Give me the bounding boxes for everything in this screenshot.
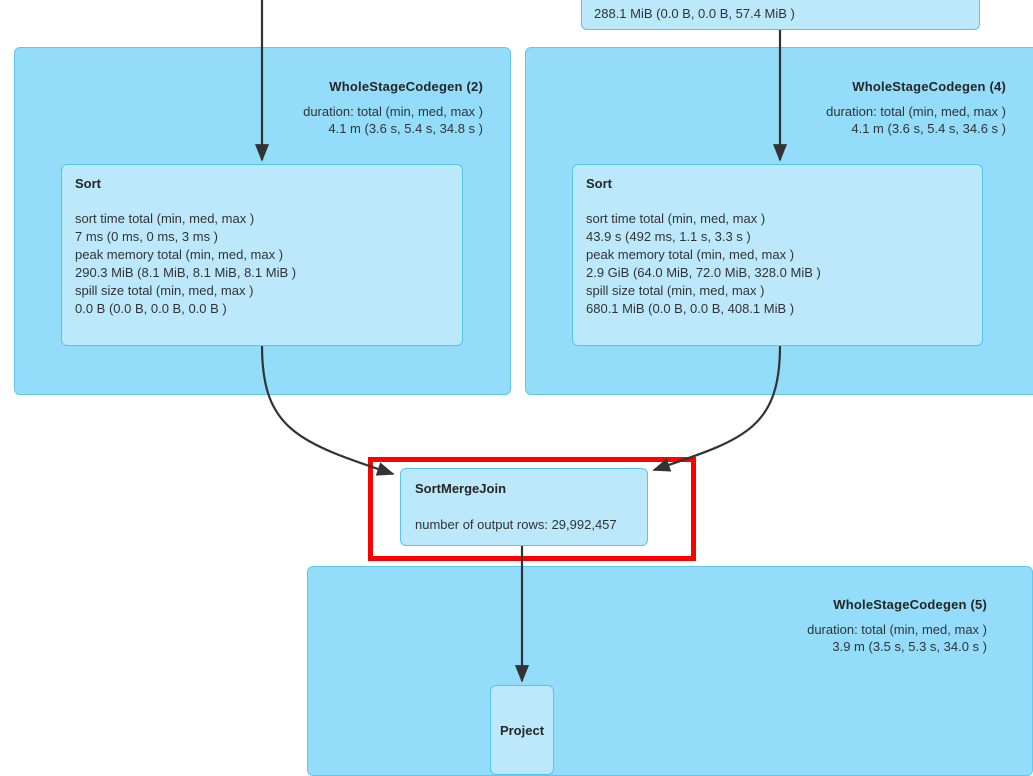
cluster-label-wholestagecodegen-2: WholeStageCodegen (2) duration: total (m…	[63, 79, 483, 137]
plan-node-sort-right-metrics: sort time total (min, med, max ) 43.9 s …	[586, 211, 821, 316]
plan-node-partial-top[interactable]: 288.1 MiB (0.0 B, 0.0 B, 57.4 MiB )	[581, 0, 980, 30]
cluster-metrics-label-wholestagecodegen-4: duration: total (min, med, max )	[826, 104, 1006, 120]
dag-canvas: 288.1 MiB (0.0 B, 0.0 B, 57.4 MiB ) Whol…	[14, 0, 1033, 776]
plan-node-project-title: Project	[499, 722, 545, 738]
plan-node-sort-left-title: Sort	[75, 176, 101, 191]
cluster-wholestagecodegen-5[interactable]: WholeStageCodegen (5) duration: total (m…	[307, 566, 1033, 776]
cluster-title-wholestagecodegen-4: WholeStageCodegen (4)	[852, 79, 1006, 94]
plan-node-sort-right[interactable]: Sort sort time total (min, med, max ) 43…	[572, 164, 983, 346]
plan-node-sort-left-metrics: sort time total (min, med, max ) 7 ms (0…	[75, 211, 297, 316]
plan-node-sortmergejoin-title: SortMergeJoin	[415, 481, 507, 496]
plan-node-project[interactable]: Project	[490, 685, 554, 775]
plan-node-sortmergejoin-metrics: number of output rows: 29,992,457	[415, 517, 617, 532]
plan-node-sortmergejoin[interactable]: SortMergeJoin number of output rows: 29,…	[400, 468, 648, 546]
plan-node-partial-metrics: 288.1 MiB (0.0 B, 0.0 B, 57.4 MiB )	[594, 6, 795, 21]
cluster-metrics-label-wholestagecodegen-5: duration: total (min, med, max )	[807, 622, 987, 638]
cluster-metrics-value-wholestagecodegen-5: 3.9 m (3.5 s, 5.3 s, 34.0 s )	[832, 638, 987, 654]
plan-node-sort-left[interactable]: Sort sort time total (min, med, max ) 7 …	[61, 164, 463, 346]
cluster-label-wholestagecodegen-4: WholeStageCodegen (4) duration: total (m…	[566, 79, 1006, 137]
cluster-label-wholestagecodegen-5: WholeStageCodegen (5) duration: total (m…	[547, 597, 987, 655]
highlight-rectangle-sortmergejoin	[368, 457, 696, 561]
cluster-title-wholestagecodegen-2: WholeStageCodegen (2)	[329, 79, 483, 94]
cluster-metrics-value-wholestagecodegen-2: 4.1 m (3.6 s, 5.4 s, 34.8 s )	[328, 120, 483, 136]
plan-node-sort-right-title: Sort	[586, 176, 612, 191]
cluster-metrics-label-wholestagecodegen-2: duration: total (min, med, max )	[303, 104, 483, 120]
cluster-title-wholestagecodegen-5: WholeStageCodegen (5)	[833, 597, 987, 612]
cluster-metrics-value-wholestagecodegen-4: 4.1 m (3.6 s, 5.4 s, 34.6 s )	[851, 120, 1006, 136]
